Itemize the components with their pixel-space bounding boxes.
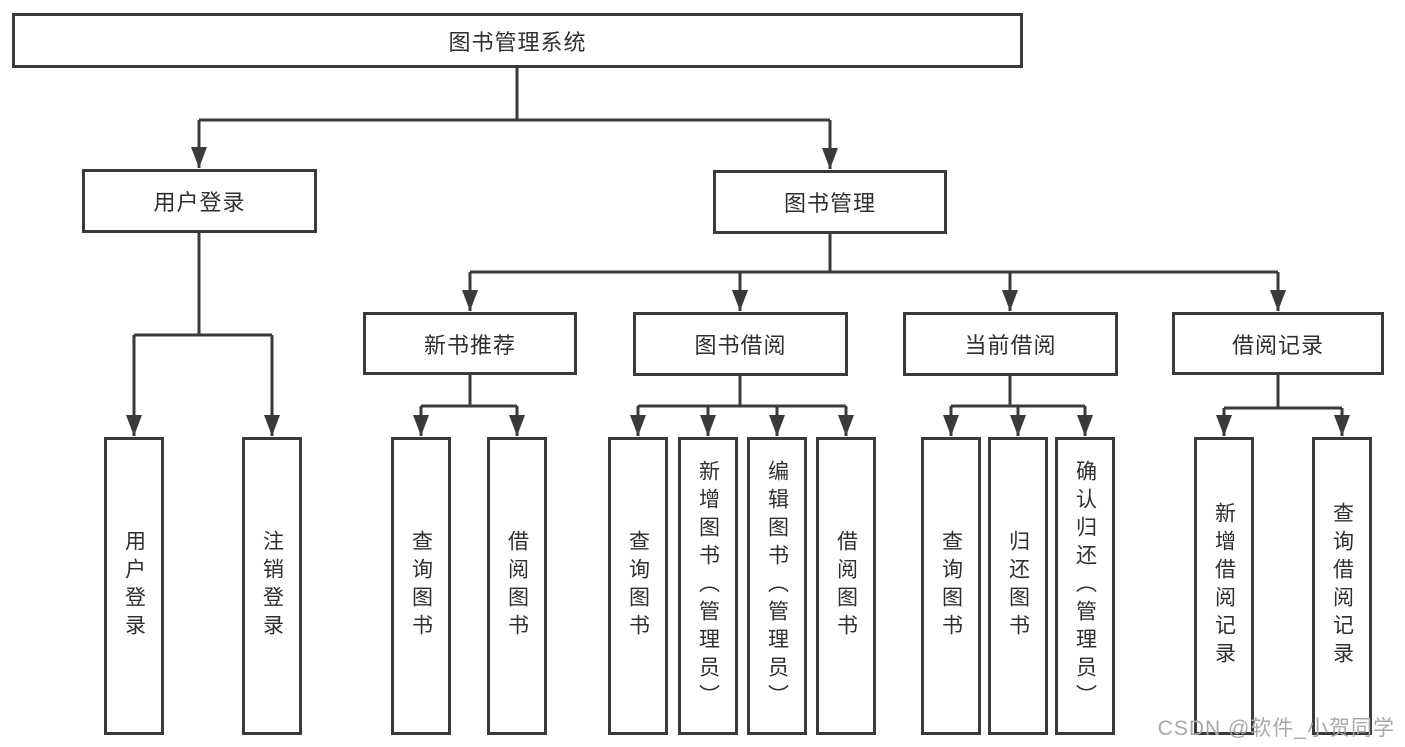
leaf-borrow-add-books-admin: 新增图书（管理员） xyxy=(678,437,738,735)
leaf-label: 借阅图书 xyxy=(505,530,529,642)
leaf-label: 查询图书 xyxy=(626,530,650,642)
connector-records-to-leaves xyxy=(1216,375,1350,436)
leaf-label: 确认归还（管理员） xyxy=(1073,460,1097,712)
connector-userlogin-to-leaves xyxy=(126,233,280,436)
leaf-records-query-record: 查询借阅记录 xyxy=(1312,437,1372,735)
node-label: 图书借阅 xyxy=(694,333,787,358)
leaf-label: 注销登录 xyxy=(260,530,284,642)
node-new-book-recommend: 新书推荐 xyxy=(363,312,577,375)
connector-bookmgmt-to-level3 xyxy=(462,234,1286,311)
leaf-borrow-query-books: 查询图书 xyxy=(608,437,668,735)
leaf-label: 新增图书（管理员） xyxy=(696,460,720,712)
leaf-label: 归还图书 xyxy=(1006,530,1030,642)
node-library-management-system: 图书管理系统 xyxy=(12,13,1023,68)
leaf-newbooks-borrow-books: 借阅图书 xyxy=(487,437,547,735)
node-label: 用户登录 xyxy=(153,190,246,215)
node-label: 新书推荐 xyxy=(423,332,516,358)
connector-current-to-leaves xyxy=(943,376,1093,436)
leaf-label: 新增借阅记录 xyxy=(1212,502,1236,670)
connector-borrow-to-leaves xyxy=(630,376,854,436)
leaf-newbooks-query-books: 查询图书 xyxy=(391,437,451,735)
leaf-user-login: 用户登录 xyxy=(104,437,164,735)
csdn-watermark: CSDN @软件_小贺同学 xyxy=(1157,717,1395,740)
node-current-borrowing: 当前借阅 xyxy=(903,312,1118,376)
leaf-label: 查询图书 xyxy=(939,530,963,642)
leaf-current-confirm-return-admin: 确认归还（管理员） xyxy=(1055,437,1115,735)
leaf-current-return-books: 归还图书 xyxy=(988,437,1048,735)
node-user-login: 用户登录 xyxy=(82,169,317,233)
leaf-borrow-edit-books-admin: 编辑图书（管理员） xyxy=(747,437,807,735)
leaf-borrow-borrow-books: 借阅图书 xyxy=(816,437,876,735)
node-label: 当前借阅 xyxy=(964,333,1057,358)
connector-newbooks-to-leaves xyxy=(413,375,525,436)
node-label: 借阅记录 xyxy=(1231,332,1324,358)
leaf-label: 查询图书 xyxy=(409,530,433,642)
node-borrow-records: 借阅记录 xyxy=(1172,312,1384,375)
node-label: 图书管理系统 xyxy=(448,29,587,55)
leaf-label: 查询借阅记录 xyxy=(1330,502,1354,670)
node-book-management: 图书管理 xyxy=(713,170,947,234)
connector-root-to-level2 xyxy=(191,68,838,169)
leaf-label: 用户登录 xyxy=(122,530,146,642)
leaf-current-query-books: 查询图书 xyxy=(921,437,981,735)
node-label: 图书管理 xyxy=(783,191,876,216)
leaf-logout: 注销登录 xyxy=(242,437,302,735)
leaf-label: 编辑图书（管理员） xyxy=(765,460,789,712)
leaf-records-add-record: 新增借阅记录 xyxy=(1194,437,1254,735)
node-book-borrowing: 图书借阅 xyxy=(633,312,848,376)
leaf-label: 借阅图书 xyxy=(834,530,858,642)
